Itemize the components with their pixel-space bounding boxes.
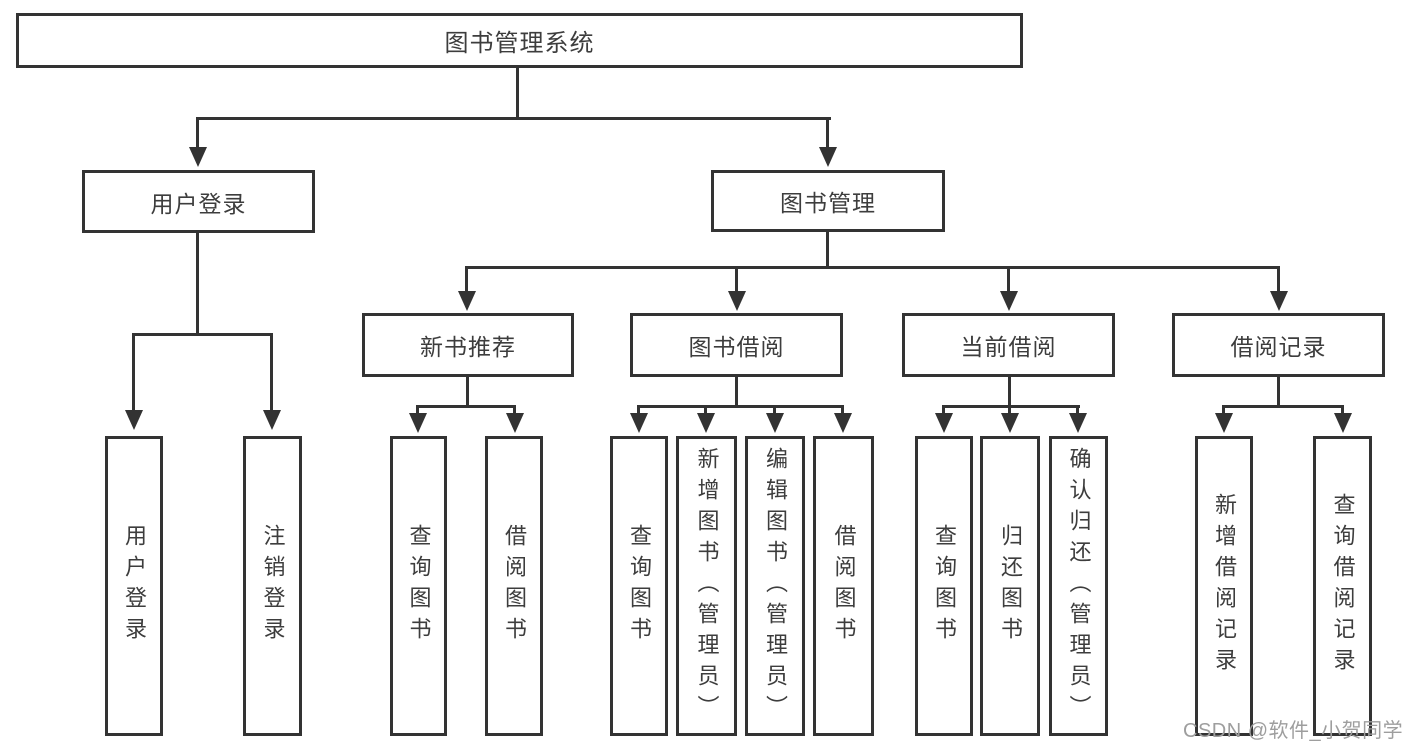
arrow-down-to-current-borrowing: [1007, 266, 1010, 291]
leaf-confirm-return-admin: 确认归还（管理员）: [1049, 436, 1108, 736]
node-book-management: 图书管理: [711, 170, 945, 232]
arrow-down-to-borrowing-records: [1277, 266, 1280, 291]
arrow-down-to-leaf-logout: [270, 333, 273, 410]
arrow-down-to-book-management: [826, 117, 829, 147]
leaf-add-books-admin: 新增图书（管理员）: [676, 436, 737, 736]
connector-user-login-stub: [196, 231, 199, 335]
arrow-down-to-leaf-borrow-books-bb: [841, 405, 844, 413]
node-borrowing-records: 借阅记录: [1172, 313, 1385, 377]
leaf-label: 注销登录: [260, 524, 286, 648]
node-label: 借阅记录: [1230, 334, 1327, 360]
connector-book-management-stub: [826, 230, 829, 269]
node-label: 图书借阅: [688, 334, 785, 360]
arrow-down-to-user-login: [196, 117, 199, 147]
leaf-query-borrowing-record: 查询借阅记录: [1313, 436, 1372, 736]
connector-level3-rail: [465, 266, 1280, 269]
csdn-watermark: CSDN @软件_小贺同学: [1183, 720, 1404, 742]
connector-current-borrowing-stub: [1008, 375, 1011, 408]
leaf-label: 查询图书: [627, 524, 652, 648]
connector-user-login-rail: [132, 333, 273, 336]
node-label: 当前借阅: [960, 334, 1057, 360]
node-current-borrowing: 当前借阅: [902, 313, 1115, 377]
leaf-query-books-under-current-borrowing: 查询图书: [915, 436, 973, 736]
leaf-label: 借阅图书: [502, 524, 527, 648]
arrow-down-to-leaf-add-books: [704, 405, 707, 413]
arrow-down-to-book-borrowing: [735, 266, 738, 291]
leaf-edit-books-admin: 编辑图书（管理员）: [745, 436, 805, 736]
arrow-down-to-leaf-confirm-return: [1076, 405, 1079, 413]
leaf-add-borrowing-record: 新增借阅记录: [1195, 436, 1253, 736]
connector-level2-rail: [196, 117, 831, 120]
node-label: 图书管理: [780, 190, 876, 216]
leaf-user-login: 用户登录: [105, 436, 163, 736]
connector-book-borrowing-stub: [735, 375, 738, 408]
connector-book-borrowing-rail: [637, 405, 844, 408]
node-label: 新书推荐: [420, 334, 516, 360]
connector-borrowing-records-rail: [1222, 405, 1344, 408]
arrow-down-to-leaf-query-books-bb: [637, 405, 640, 413]
leaf-label: 归还图书: [998, 524, 1023, 648]
arrow-down-to-leaf-edit-books: [773, 405, 776, 413]
arrow-down-to-leaf-borrow-books-nb: [513, 405, 516, 413]
connector-borrowing-records-stub: [1277, 375, 1280, 408]
arrow-down-to-leaf-user-login: [132, 333, 135, 410]
node-book-borrowing: 图书借阅: [630, 313, 843, 377]
leaf-label: 借阅图书: [831, 524, 857, 648]
leaf-query-books-under-new-book-recommend: 查询图书: [390, 436, 447, 736]
node-label: 图书管理系统: [444, 30, 595, 57]
leaf-borrow-books-under-book-borrowing: 借阅图书: [813, 436, 874, 736]
connector-new-book-recommend-rail: [416, 405, 516, 408]
node-user-login: 用户登录: [82, 170, 315, 233]
arrow-down-to-leaf-query-borrow-record: [1341, 405, 1344, 413]
leaf-label: 查询借阅记录: [1330, 493, 1356, 679]
connector-root-stub: [516, 66, 519, 118]
leaf-label: 用户登录: [122, 524, 147, 648]
leaf-label: 编辑图书（管理员）: [763, 446, 788, 726]
connector-new-book-recommend-stub: [466, 375, 469, 408]
leaf-borrow-books-under-new-book-recommend: 借阅图书: [485, 436, 543, 736]
leaf-label: 查询图书: [932, 524, 957, 648]
node-library-management-system: 图书管理系统: [16, 13, 1023, 68]
leaf-logout: 注销登录: [243, 436, 302, 736]
arrow-down-to-leaf-add-borrow-record: [1222, 405, 1225, 413]
arrow-down-to-leaf-return-books: [1008, 405, 1011, 413]
leaf-label: 查询图书: [406, 524, 432, 648]
arrow-down-to-leaf-query-books-nb: [416, 405, 419, 413]
arrow-down-to-new-book-recommend: [465, 266, 468, 291]
node-label: 用户登录: [150, 190, 247, 217]
arrow-down-to-leaf-query-books-cb: [942, 405, 945, 413]
connector-current-borrowing-rail: [942, 405, 1080, 408]
leaf-return-books: 归还图书: [980, 436, 1040, 736]
leaf-label: 新增图书（管理员）: [694, 446, 720, 726]
leaf-label: 确认归还（管理员）: [1066, 446, 1092, 726]
leaf-label: 新增借阅记录: [1212, 493, 1237, 679]
node-new-book-recommend: 新书推荐: [362, 313, 574, 377]
leaf-query-books-under-book-borrowing: 查询图书: [610, 436, 668, 736]
